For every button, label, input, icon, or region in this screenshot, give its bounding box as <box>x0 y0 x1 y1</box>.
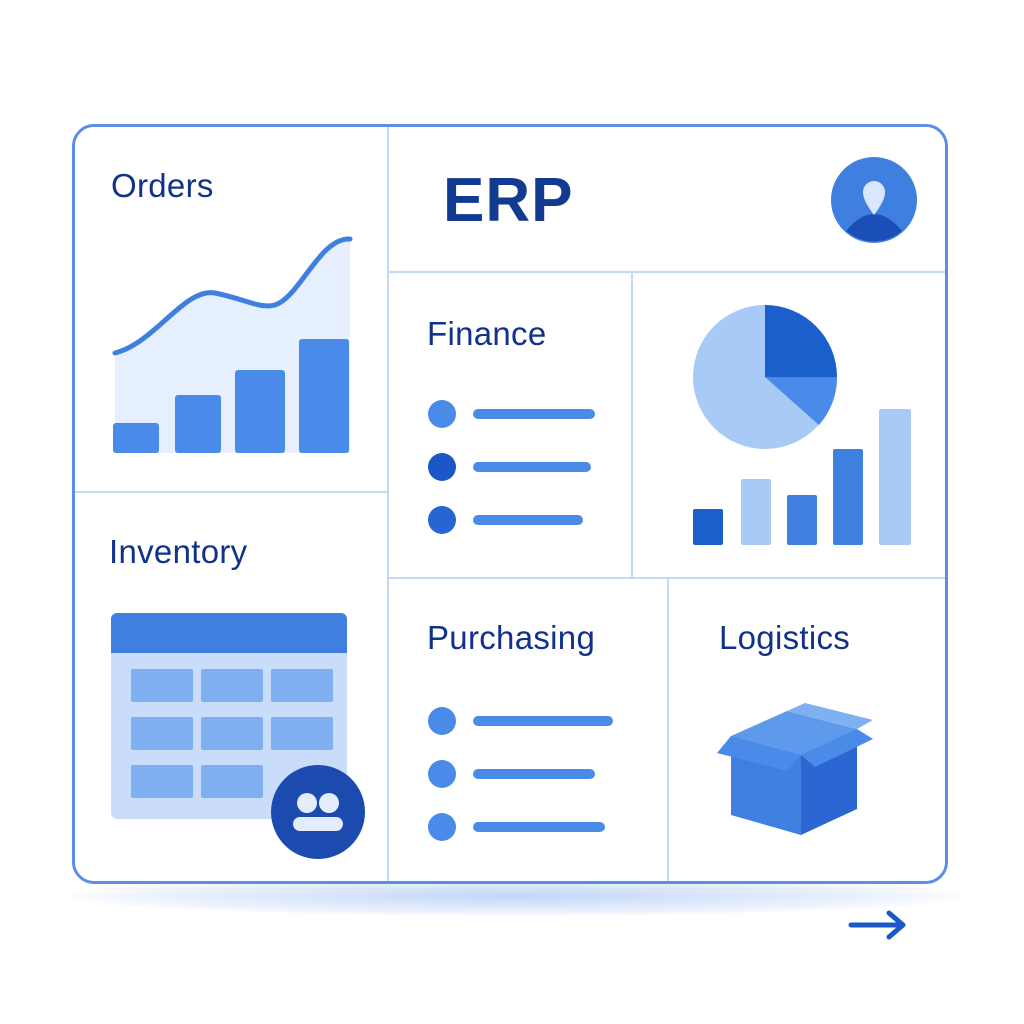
app-title: ERP <box>443 166 574 235</box>
purchasing-list-icon <box>428 707 613 841</box>
purchasing-bullet-3 <box>428 813 456 841</box>
purchasing-line-3 <box>473 822 605 832</box>
finance-list-icon <box>428 400 595 534</box>
finance-panel[interactable]: Finance <box>389 273 633 579</box>
analytics-bar-3 <box>787 495 817 545</box>
inventory-cell <box>131 717 193 750</box>
logistics-panel[interactable]: Logistics <box>669 579 945 940</box>
analytics-panel[interactable] <box>633 273 945 579</box>
inventory-cell <box>131 765 193 798</box>
finance-bullet-3 <box>428 506 456 534</box>
analytics-bar-chart-icon <box>693 409 911 545</box>
finance-line-2 <box>473 462 591 472</box>
inventory-panel[interactable]: Inventory <box>75 493 389 881</box>
inventory-table-icon <box>111 613 347 819</box>
inventory-cell <box>201 669 263 702</box>
purchasing-line-2 <box>473 769 595 779</box>
pie-chart-icon <box>693 305 838 449</box>
erp-dashboard-window: Orders ERP Finance <box>72 124 948 940</box>
purchasing-bullet-1 <box>428 707 456 735</box>
orders-trend-line <box>112 236 353 356</box>
purchasing-line-1 <box>473 716 613 726</box>
purchasing-bullet-2 <box>428 760 456 788</box>
finance-label: Finance <box>427 315 547 352</box>
erp-header-panel: ERP <box>389 127 945 273</box>
team-icon[interactable] <box>269 763 367 861</box>
purchasing-panel[interactable]: Purchasing <box>389 579 669 881</box>
shipping-box-icon <box>717 703 873 835</box>
finance-bullet-2 <box>428 453 456 481</box>
orders-bar-2 <box>175 395 221 453</box>
orders-panel[interactable]: Orders <box>75 127 389 493</box>
inventory-label: Inventory <box>109 533 248 570</box>
purchasing-label: Purchasing <box>427 619 596 656</box>
orders-bar-3 <box>235 370 285 453</box>
inventory-cell <box>271 717 333 750</box>
inventory-cell <box>271 669 333 702</box>
analytics-bar-4 <box>833 449 863 545</box>
orders-chart-icon <box>112 236 353 453</box>
analytics-bar-5 <box>879 409 911 545</box>
finance-line-3 <box>473 515 583 525</box>
finance-bullet-1 <box>428 400 456 428</box>
inventory-cell <box>131 669 193 702</box>
arrow-right-icon <box>848 910 906 940</box>
logistics-label: Logistics <box>719 619 851 656</box>
analytics-bar-1 <box>693 509 723 545</box>
inventory-cell <box>201 717 263 750</box>
analytics-bar-2 <box>741 479 771 545</box>
orders-bar-1 <box>113 423 159 453</box>
orders-label: Orders <box>111 167 214 204</box>
user-avatar-icon[interactable] <box>831 157 921 247</box>
inventory-cell <box>201 765 263 798</box>
orders-area-fill <box>115 238 350 453</box>
finance-line-1 <box>473 409 595 419</box>
orders-bar-4 <box>299 339 349 453</box>
